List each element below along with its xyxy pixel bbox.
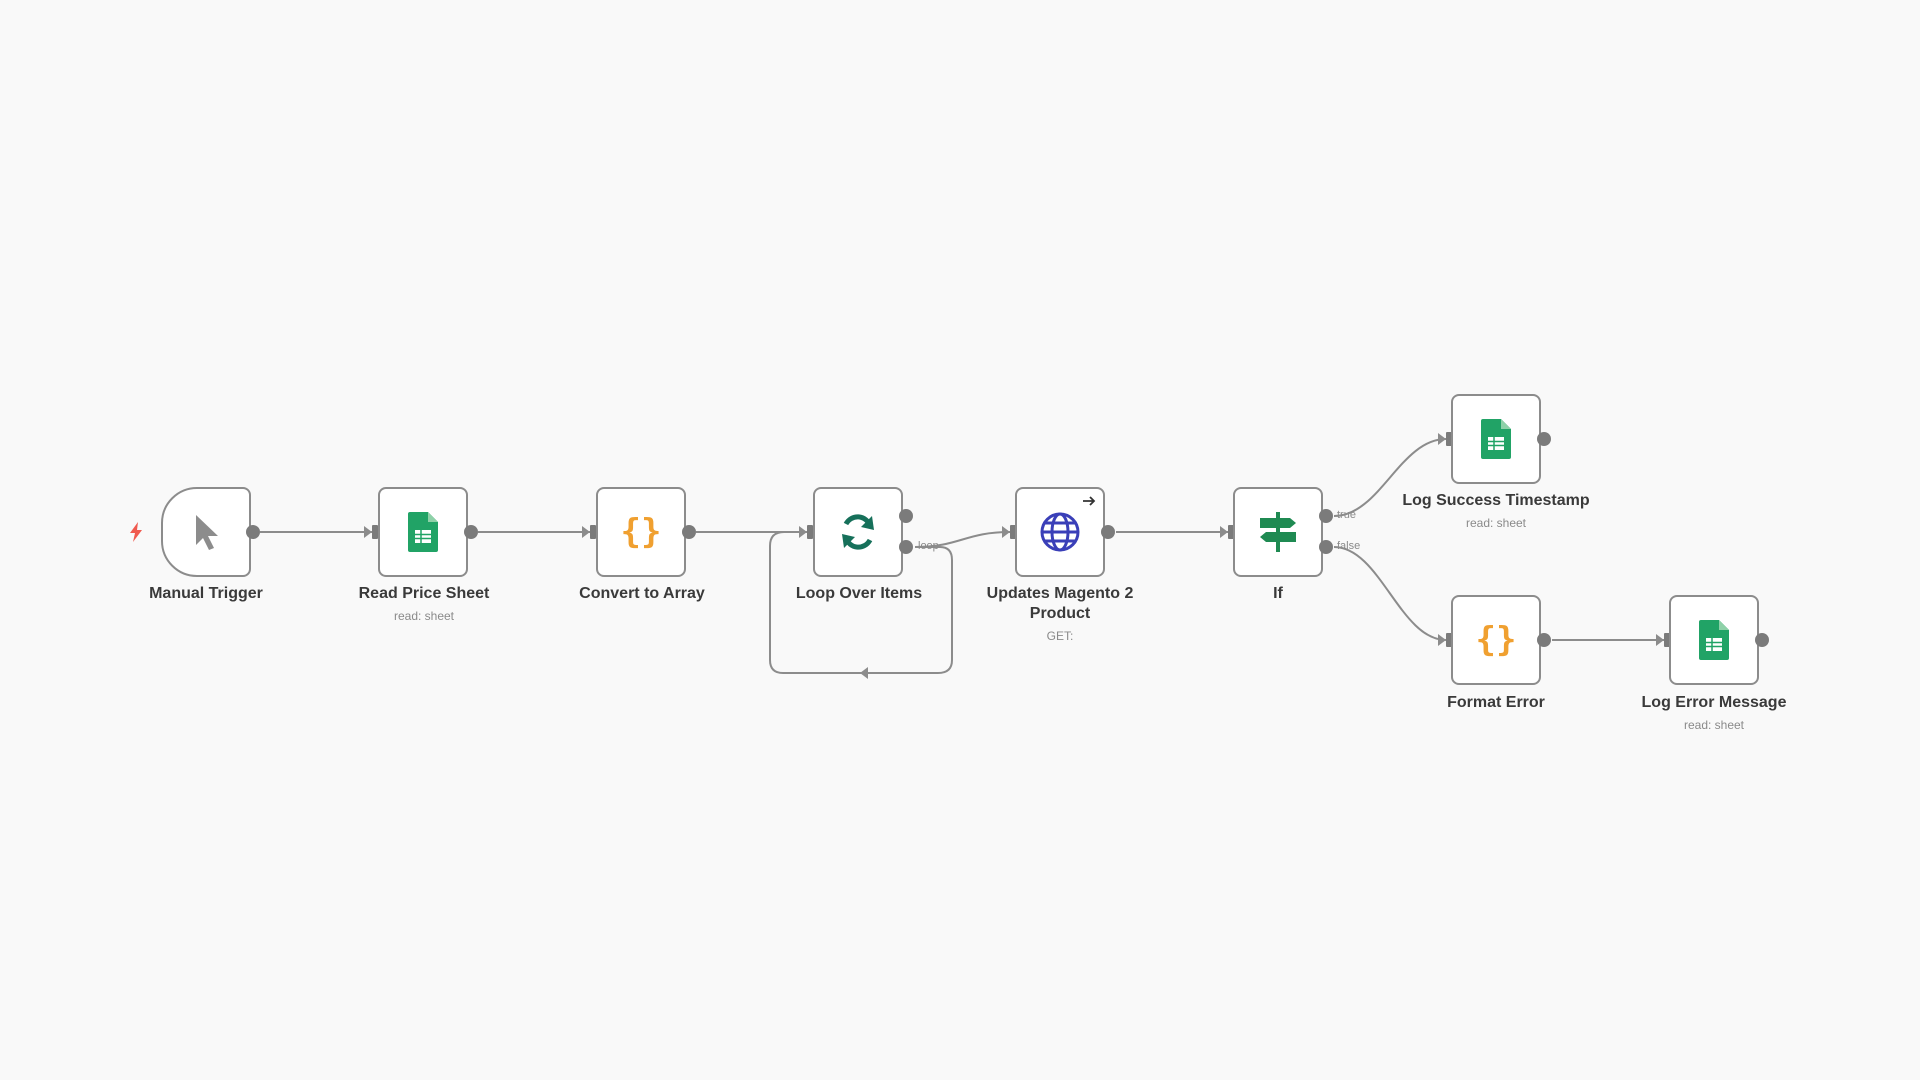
node-label: Log Success Timestamp [1402,492,1590,509]
refresh-icon [834,508,882,556]
node-manual-trigger[interactable] [161,487,251,577]
port-out-loop[interactable] [899,540,913,554]
arrow-loop [799,526,807,538]
port-in-log-error[interactable] [1664,633,1670,647]
node-read-price-sheet[interactable] [378,487,468,577]
node-label: Updates Magento 2 Product [986,585,1134,622]
node-sublabel: read: sheet [393,609,455,623]
node-label: Convert to Array [579,585,705,602]
node-sublabel: read: sheet [1465,516,1527,530]
port-out-if-true[interactable] [1319,509,1333,523]
port-out-format-error[interactable] [1537,633,1551,647]
node-sublabel: GET: [1046,629,1074,643]
lightning-bolt-icon [130,522,142,542]
arrow-logerror [1656,634,1664,646]
svg-text:{}: {} [621,512,662,552]
port-in-convert-to-array[interactable] [590,525,596,539]
port-out-convert-to-array[interactable] [682,525,696,539]
globe-icon [1036,508,1084,556]
node-log-error-message[interactable] [1669,595,1759,685]
arrow-success [1438,433,1446,445]
arrow-convert [582,526,590,538]
google-sheets-icon [1690,616,1738,664]
signpost-icon [1254,508,1302,556]
port-in-loop-over-items[interactable] [807,525,813,539]
svg-text:{}: {} [1476,620,1517,660]
node-label: Loop Over Items [795,585,923,602]
arrow-read [364,526,372,538]
code-braces-icon: {} [1472,616,1520,664]
arrow-format [1438,634,1446,646]
node-label: If [1273,585,1283,602]
node-updates-magento[interactable] [1015,487,1105,577]
node-convert-to-array[interactable]: {} [596,487,686,577]
port-label-false: false [1337,540,1361,552]
port-out-log-error[interactable] [1755,633,1769,647]
port-out-manual-trigger[interactable] [246,525,260,539]
node-label: Read Price Sheet [358,585,490,602]
arrow-right-icon [1083,496,1096,506]
node-loop-over-items[interactable] [813,487,903,577]
node-sublabel: read: sheet [1683,718,1745,732]
arrow-magento [1002,526,1010,538]
port-in-log-success[interactable] [1446,432,1452,446]
port-in-if[interactable] [1228,525,1234,539]
code-braces-icon: {} [617,508,665,556]
arrow-loopback [860,667,868,679]
port-in-updates-magento[interactable] [1010,525,1016,539]
port-out-updates-magento[interactable] [1101,525,1115,539]
node-label: Log Error Message [1641,694,1787,711]
node-format-error[interactable]: {} [1451,595,1541,685]
node-label: Format Error [1447,694,1545,711]
port-in-read-price-sheet[interactable] [372,525,378,539]
node-log-success-timestamp[interactable] [1451,394,1541,484]
google-sheets-icon [1472,415,1520,463]
arrow-if [1220,526,1228,538]
port-in-format-error[interactable] [1446,633,1452,647]
node-if[interactable] [1233,487,1323,577]
mouse-pointer-icon [182,508,230,556]
port-out-log-success[interactable] [1537,432,1551,446]
port-label-true: true [1337,509,1356,521]
port-label-loop: loop [918,540,939,552]
port-out-loop-done[interactable] [899,509,913,523]
port-out-if-false[interactable] [1319,540,1333,554]
node-label: Manual Trigger [149,585,263,602]
port-out-read-price-sheet[interactable] [464,525,478,539]
google-sheets-icon [399,508,447,556]
